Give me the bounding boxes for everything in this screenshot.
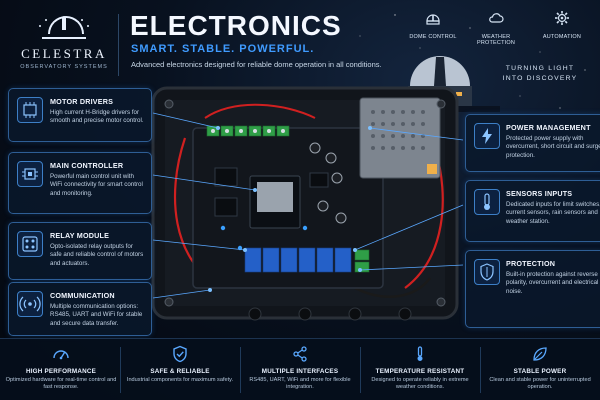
brand-name: CELESTRA [21, 46, 107, 61]
brand-subtitle: OBSERVATORY SYSTEMS [20, 64, 108, 70]
cloud-icon [489, 13, 504, 23]
thermometer-icon [474, 189, 500, 215]
tagline: TURNING LIGHT INTO DISCOVERY [500, 64, 580, 84]
card-description: Opto-isolated relay outputs for safe and… [50, 243, 144, 267]
page-title: ELECTRONICS [130, 10, 342, 41]
card-title: PROTECTION [506, 259, 556, 268]
card-description: High current H-Bridge drivers for smooth… [50, 109, 144, 125]
feature-temperature-resistant: TEMPERATURE RESISTANT Designed to operat… [361, 345, 479, 391]
motor-driver-icon [17, 97, 43, 123]
electronics-board-illustration [151, 86, 459, 321]
shield-check-icon [173, 345, 187, 363]
feature-title: MULTIPLE INTERFACES [261, 368, 339, 375]
card-sensors-inputs: SENSORS INPUTS Dedicated inputs for limi… [465, 180, 600, 242]
card-description: Built-in protection against reverse pola… [506, 271, 599, 295]
card-description: Dedicated inputs for limit switches, cur… [506, 201, 600, 225]
card-description: Powerful main control unit with WiFi con… [50, 173, 143, 197]
feature-title: HIGH PERFORMANCE [25, 368, 97, 375]
card-main-controller: MAIN CONTROLLER Powerful main control un… [8, 152, 152, 214]
feature-stable-power: STABLE POWER Clean and stable power for … [481, 345, 599, 391]
feature-safe-reliable: SAFE & RELIABLE Industrial components fo… [121, 345, 239, 384]
card-communication: COMMUNICATION Multiple communication opt… [8, 282, 152, 336]
tagline-line-2: INTO DISCOVERY [502, 75, 578, 82]
card-motor-drivers: MOTOR DRIVERS High current H-Bridge driv… [8, 88, 152, 142]
feature-title: STABLE POWER [513, 368, 567, 375]
page-subtitle: SMART. STABLE. POWERFUL. [131, 43, 315, 55]
header-divider [118, 14, 119, 76]
bottom-features-bar: HIGH PERFORMANCE Optimized hardware for … [0, 338, 600, 400]
card-title: POWER MANAGEMENT [506, 123, 591, 132]
feature-title: TEMPERATURE RESISTANT [375, 368, 465, 375]
card-title: MAIN CONTROLLER [50, 161, 124, 170]
tagline-line-1: TURNING LIGHT [505, 65, 575, 72]
card-description: Protected power supply with overcurrent,… [506, 135, 600, 159]
lightning-icon [474, 123, 500, 149]
feature-label: DOME CONTROL [409, 34, 457, 40]
card-title: COMMUNICATION [50, 291, 115, 300]
card-title: SENSORS INPUTS [506, 189, 573, 198]
feature-weather-protection: WEATHER PROTECTION [466, 10, 526, 46]
card-relay-module: RELAY MODULE Opto-isolated relay outputs… [8, 222, 152, 280]
share-icon [293, 346, 307, 362]
antenna-icon [17, 291, 43, 317]
thermometer-icon [417, 346, 423, 361]
feature-description: Designed to operate reliably in extreme … [371, 377, 469, 391]
feature-description: Clean and stable power for uninterrupted… [489, 377, 591, 391]
feature-automation: AUTOMATION [532, 10, 592, 40]
card-title: MOTOR DRIVERS [50, 97, 114, 106]
feature-description: Optimized hardware for real-time control… [5, 377, 117, 391]
leaf-icon [533, 347, 547, 361]
logo-stars-icon [39, 16, 89, 39]
feature-title: SAFE & RELIABLE [150, 368, 210, 375]
feature-description: RS485, UART, WiFi and more for flexible … [249, 377, 351, 391]
feature-high-performance: HIGH PERFORMANCE Optimized hardware for … [2, 345, 120, 391]
card-power-management: POWER MANAGEMENT Protected power supply … [465, 114, 600, 172]
gauge-icon [53, 350, 69, 360]
feature-label: AUTOMATION [542, 34, 582, 40]
shield-icon [474, 259, 500, 285]
feature-dome-control: DOME CONTROL [403, 10, 463, 40]
card-title: RELAY MODULE [50, 231, 110, 240]
page-description: Advanced electronics designed for reliab… [131, 60, 382, 69]
chip-icon [17, 161, 43, 187]
brand-logo: CELESTRA OBSERVATORY SYSTEMS [14, 12, 114, 82]
card-description: Multiple communication options: RS485, U… [50, 303, 143, 327]
feature-multiple-interfaces: MULTIPLE INTERFACES RS485, UART, WiFi an… [241, 345, 359, 391]
dome-icon [426, 14, 440, 25]
gear-icon [555, 11, 569, 25]
feature-description: Industrial components for maximum safety… [126, 377, 234, 383]
card-protection: PROTECTION Built-in protection against r… [465, 250, 600, 328]
relay-icon [17, 231, 43, 257]
feature-label: WEATHER PROTECTION [476, 34, 516, 46]
